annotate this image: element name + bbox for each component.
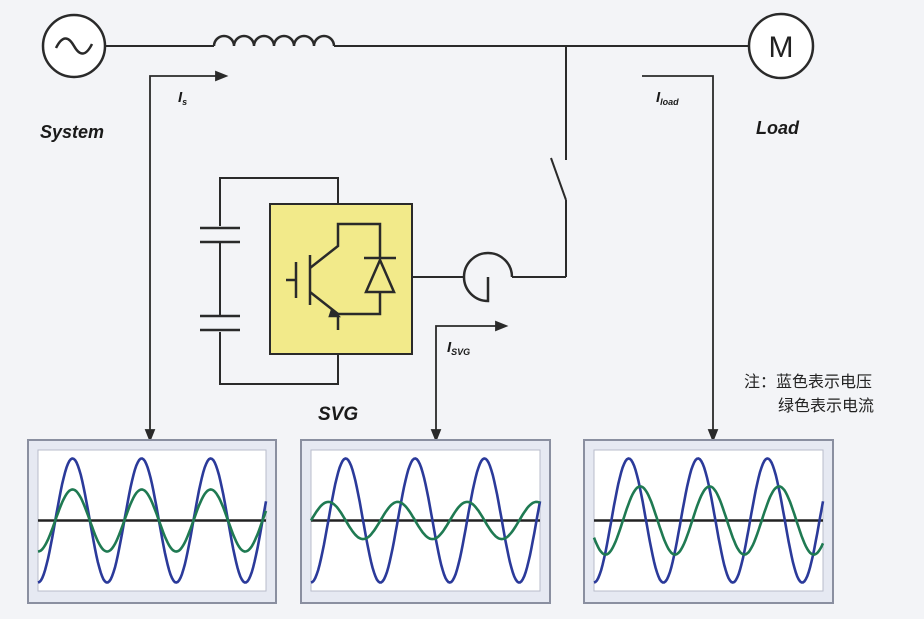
- iload-measurement-arrow: [642, 75, 719, 443]
- diode-icon: [364, 242, 396, 296]
- waveform-panels: [27, 439, 834, 604]
- current-transformer-icon: [462, 251, 514, 303]
- dc-bus-bottom: [219, 332, 339, 385]
- waveform-panel-system: [27, 439, 277, 604]
- voltage-wave: [593, 457, 825, 584]
- inductor-icon: [212, 34, 336, 47]
- current-wave: [37, 488, 268, 553]
- ac-source-icon: [41, 13, 107, 79]
- system-label: System: [40, 122, 104, 142]
- switch-icon: [550, 157, 567, 201]
- load-label: Load: [756, 118, 800, 138]
- dc-bus-top: [219, 177, 339, 226]
- waveform-panel-svg: [300, 439, 551, 604]
- igbt-icon: [286, 222, 382, 330]
- legend-note: 注：蓝色表示电压 绿色表示电流: [744, 370, 874, 418]
- svg-label: SVG: [318, 404, 358, 425]
- isvg-label: ISVG: [447, 339, 470, 357]
- iload-label: Iload: [656, 89, 679, 107]
- is-measurement-arrow: [144, 70, 229, 443]
- capacitor-bottom-icon: [200, 314, 240, 332]
- legend-note-line2: 绿色表示电流: [778, 396, 875, 415]
- motor-label: M: [769, 31, 794, 64]
- waveform-panel-load: [583, 439, 834, 604]
- current-wave: [592, 485, 825, 556]
- current-wave: [309, 500, 541, 541]
- is-label: Is: [178, 89, 187, 107]
- isvg-measurement-arrow: [430, 320, 509, 443]
- capacitor-top-icon: [200, 226, 240, 244]
- motor-icon: M: [747, 12, 815, 80]
- legend-note-line1: 注：蓝色表示电压: [744, 372, 873, 391]
- voltage-wave: [310, 457, 542, 584]
